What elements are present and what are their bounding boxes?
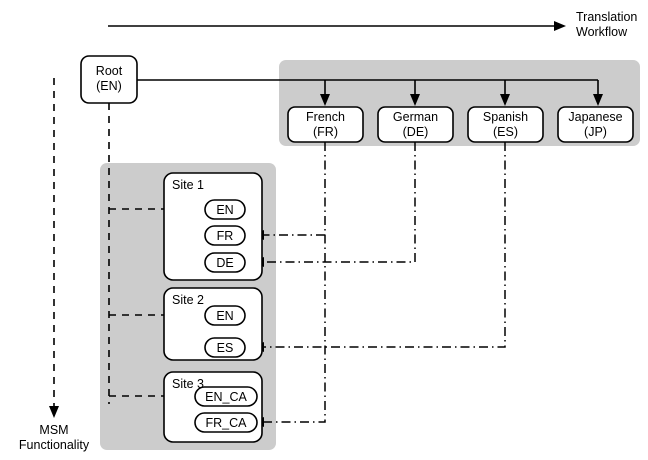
site-1-locale-en-label: EN [216,203,233,217]
language-node-japanese-name: Japanese [568,110,622,124]
connector-german-to-site1 [252,142,416,267]
arrow-head-icon-french [320,94,330,106]
site-1-locale-fr-pill[interactable] [204,225,246,246]
site-1-locale-en-pill[interactable] [204,199,246,220]
site-3-locale-fr-ca-label: FR_CA [206,416,248,430]
language-node-japanese-code: (JP) [584,125,607,139]
language-node-spanish-code: (ES) [493,125,518,139]
msm-functionality-label-line1: MSM [39,423,68,437]
site-2-title: Site 2 [172,293,204,307]
arrow-head-icon-msm [49,406,59,418]
site-3-locale-fr-ca-pill[interactable] [194,412,258,433]
site-2-locale-es-pill[interactable] [204,337,246,358]
site-2-locale-en-pill[interactable] [204,305,246,326]
arrow-head-icon-japanese [593,94,603,106]
site-1-locale-fr-label: FR [217,229,234,243]
language-node-german[interactable]: German (DE) [377,106,454,143]
root-node-label-line1: Root [96,64,123,78]
site-3-locale-en-ca-pill[interactable] [194,386,258,407]
site-1-locale-de-pill[interactable] [204,252,246,273]
language-node-french[interactable]: French (FR) [287,106,364,143]
language-node-french-code: (FR) [313,125,338,139]
translation-panel-background [279,60,640,146]
site-card-site-2[interactable]: Site 2 EN ES [163,287,263,361]
language-node-french-name: French [306,110,345,124]
msm-functionality-arrow [49,78,59,418]
translation-workflow-arrow [108,21,566,31]
arrow-head-icon-spanish [500,94,510,106]
arrow-head-icon-german [410,94,420,106]
site-card-site-3[interactable]: Site 3 EN_CA FR_CA [163,371,263,443]
site-1-title: Site 1 [172,178,204,192]
language-node-spanish-name: Spanish [483,110,528,124]
translation-workflow-label-line1: Translation [576,10,637,24]
root-to-languages-connector [137,79,603,106]
site-2-locale-es-label: ES [217,341,234,355]
msm-functionality-label-line2: Functionality [19,438,90,452]
language-node-german-name: German [393,110,438,124]
language-node-japanese-box[interactable] [557,106,634,143]
site-card-site-1[interactable]: Site 1 EN FR DE [163,172,263,281]
language-node-spanish[interactable]: Spanish (ES) [467,106,544,143]
site-1-locale-de-label: DE [216,256,233,270]
root-node-label-line2: (EN) [96,79,122,93]
language-node-german-code: (DE) [403,125,429,139]
site-2-locale-en-label: EN [216,309,233,323]
site-3-locale-en-ca-label: EN_CA [205,390,247,404]
connector-spanish-to-site2 [252,142,506,352]
site-3-title: Site 3 [172,377,204,391]
language-node-japanese[interactable]: Japanese (JP) [557,106,634,143]
arrow-head-icon [554,21,566,31]
translation-workflow-label-line2: Workflow [576,25,628,39]
